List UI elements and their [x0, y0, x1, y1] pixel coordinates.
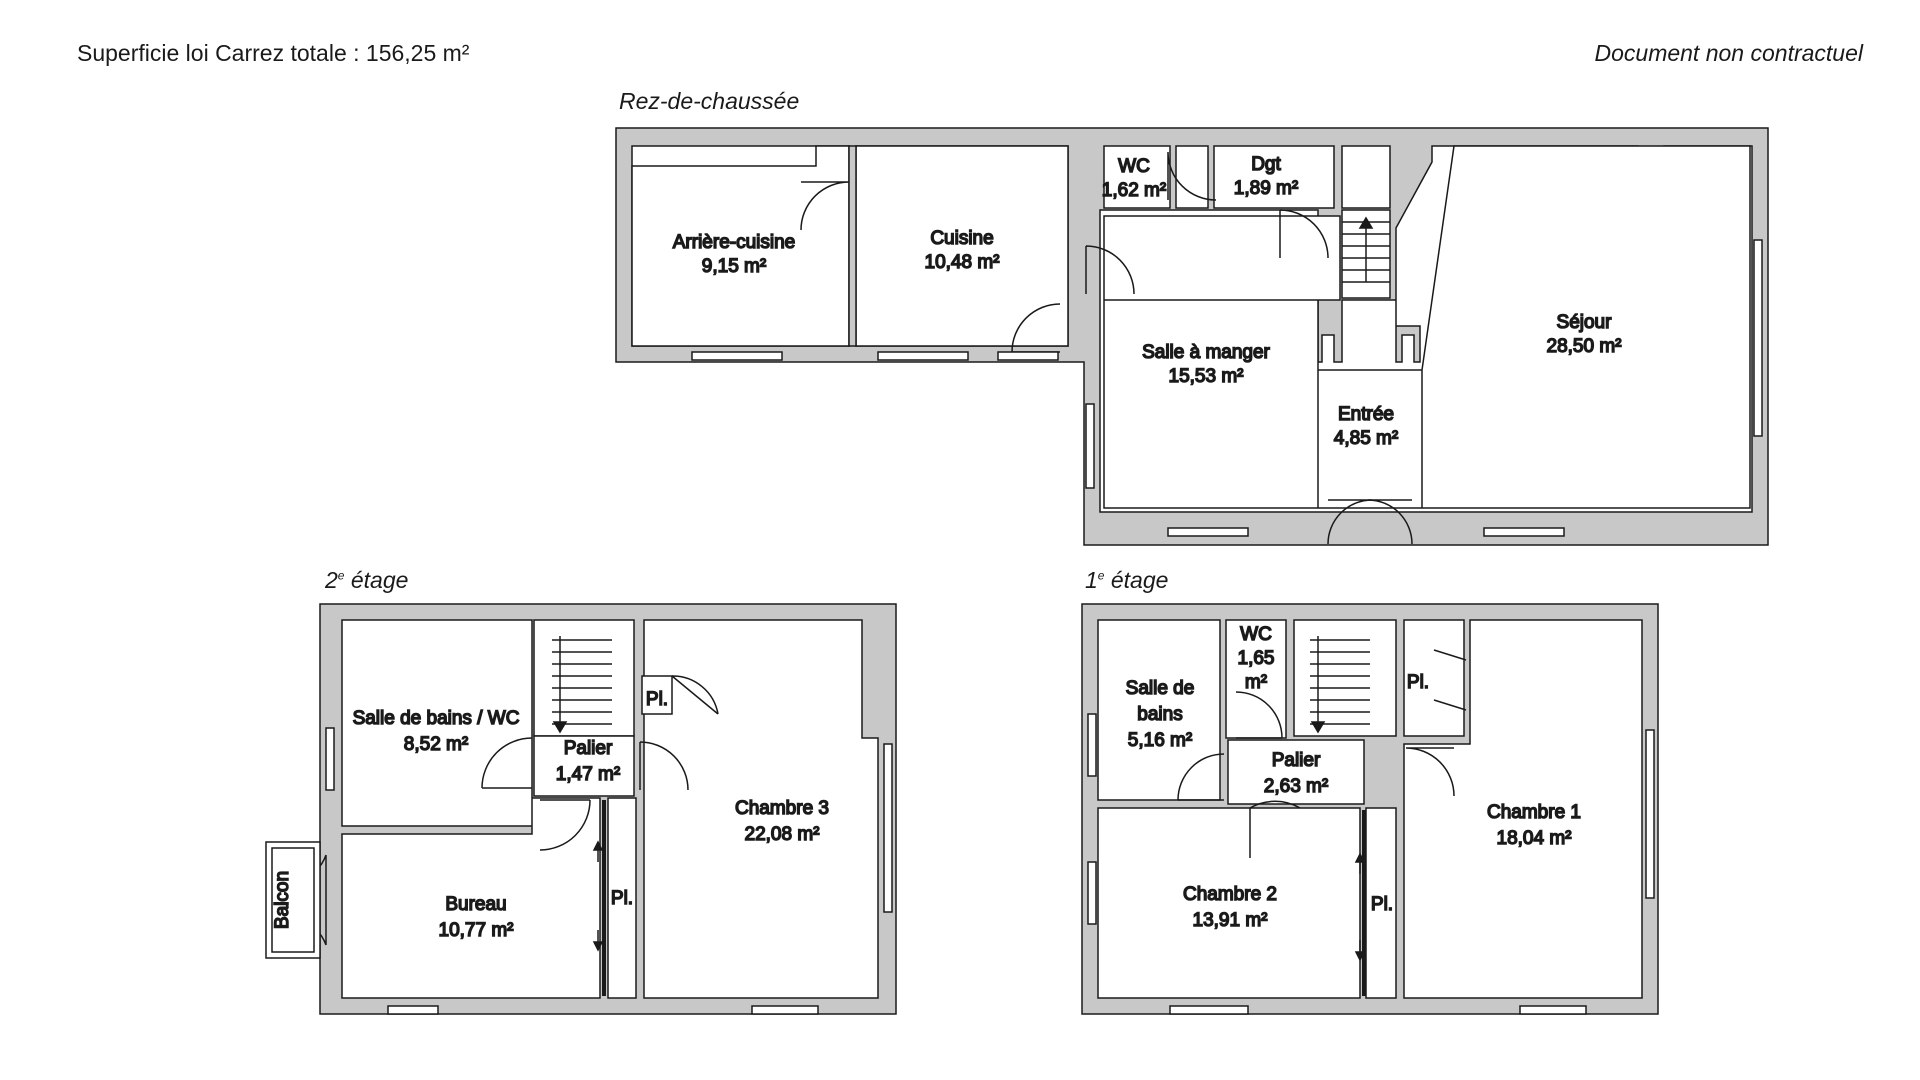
room-name-placard-2a: Pl. — [646, 689, 668, 710]
etage2-doors — [299, 675, 719, 946]
room-name-cuisine: Cuisine — [930, 228, 993, 249]
etage2-closet-arrows — [592, 800, 606, 996]
room-name-sejour: Séjour — [1557, 312, 1613, 333]
floor-2e-etage: Salle de bains / WC 8,52 m² Palier 1,47 … — [265, 603, 897, 1015]
etage2-staircase — [552, 636, 612, 734]
floor-1er-etage: Salle de bains 5,16 m² WC 1,65 m² Palier… — [1081, 603, 1659, 1015]
room-area-wc-1-line2: m² — [1245, 672, 1267, 693]
rdc-room-outlines — [631, 145, 1751, 509]
disclaimer-label: Document non contractuel — [1594, 40, 1864, 66]
room-name-placard-1b: Pl. — [1371, 894, 1393, 915]
room-name-bureau: Bureau — [445, 894, 506, 915]
room-name-sdb-1-line2: bains — [1137, 704, 1182, 725]
room-name-sdb-1-line1: Salle de — [1126, 678, 1195, 699]
floor-rdc: Arrière-cuisine 9,15 m² Cuisine 10,48 m²… — [615, 127, 1769, 546]
floor-title-2e-etage: 2e étage — [325, 567, 408, 594]
room-area-sejour: 28,50 m² — [1547, 336, 1622, 357]
room-name-wc-rdc: WC — [1118, 156, 1150, 177]
room-area-sdb-wc: 8,52 m² — [404, 734, 468, 755]
room-area-wc-1-line1: 1,65 — [1238, 648, 1275, 669]
room-name-entree: Entrée — [1338, 404, 1394, 425]
room-area-bureau: 10,77 m² — [439, 920, 514, 941]
floor-title-superscript: e — [1097, 568, 1105, 583]
room-area-cuisine: 10,48 m² — [925, 252, 1000, 273]
rdc-wall-block-kitchen-divider — [848, 145, 857, 347]
floor-title-number: 1 — [1085, 567, 1098, 593]
rdc-windows — [691, 239, 1763, 537]
room-area-entree: 4,85 m² — [1334, 428, 1398, 449]
room-area-salle-a-manger: 15,53 m² — [1169, 366, 1244, 387]
room-name-chambre-3: Chambre 3 — [735, 798, 829, 819]
rdc-staircase — [1341, 209, 1391, 299]
room-name-dgt: Dgt — [1251, 154, 1281, 175]
floor-title-rdc: Rez-de-chaussée — [619, 88, 800, 114]
floor-title-word: étage — [1104, 567, 1169, 593]
room-name-sdb-wc: Salle de bains / WC — [353, 708, 520, 729]
room-name-palier-2: Palier — [564, 738, 613, 759]
etage1-windows — [1087, 713, 1655, 1015]
etage2-windows — [325, 727, 893, 1015]
room-name-placard-1a: Pl. — [1407, 672, 1429, 693]
room-area-wc-rdc: 1,62 m² — [1102, 180, 1166, 201]
etage1-staircase — [1310, 636, 1370, 734]
room-name-salle-a-manger: Salle à manger — [1142, 342, 1270, 363]
room-name-wc-1: WC — [1240, 624, 1272, 645]
floor-title-superscript: e — [337, 568, 345, 583]
room-name-chambre-1: Chambre 1 — [1487, 802, 1581, 823]
room-area-chambre-3: 22,08 m² — [745, 824, 820, 845]
room-name-placard-2b: Pl. — [611, 888, 633, 909]
floor-title-1e-etage: 1e étage — [1085, 567, 1168, 594]
etage1-closet-arrows — [1354, 810, 1366, 996]
room-area-chambre-2: 13,91 m² — [1193, 910, 1268, 931]
room-name-chambre-2: Chambre 2 — [1183, 884, 1277, 905]
room-area-palier-1: 2,63 m² — [1264, 776, 1328, 797]
total-surface-label: Superficie loi Carrez totale : 156,25 m² — [77, 40, 470, 66]
room-name-arriere-cuisine: Arrière-cuisine — [673, 232, 795, 253]
room-area-arriere-cuisine: 9,15 m² — [702, 256, 766, 277]
room-area-chambre-1: 18,04 m² — [1497, 828, 1572, 849]
room-name-palier-1: Palier — [1272, 750, 1321, 771]
floor-title-number: 2 — [325, 567, 338, 593]
room-name-balcon: Balcon — [272, 871, 293, 929]
room-area-palier-2: 1,47 m² — [556, 764, 620, 785]
etage1-closet-bottom — [1365, 807, 1397, 999]
room-area-dgt: 1,89 m² — [1234, 178, 1298, 199]
etage2-balcony — [265, 841, 321, 959]
etage1-doors — [1177, 649, 1467, 858]
floor-title-word: étage — [344, 567, 409, 593]
room-area-sdb-1: 5,16 m² — [1128, 730, 1192, 751]
